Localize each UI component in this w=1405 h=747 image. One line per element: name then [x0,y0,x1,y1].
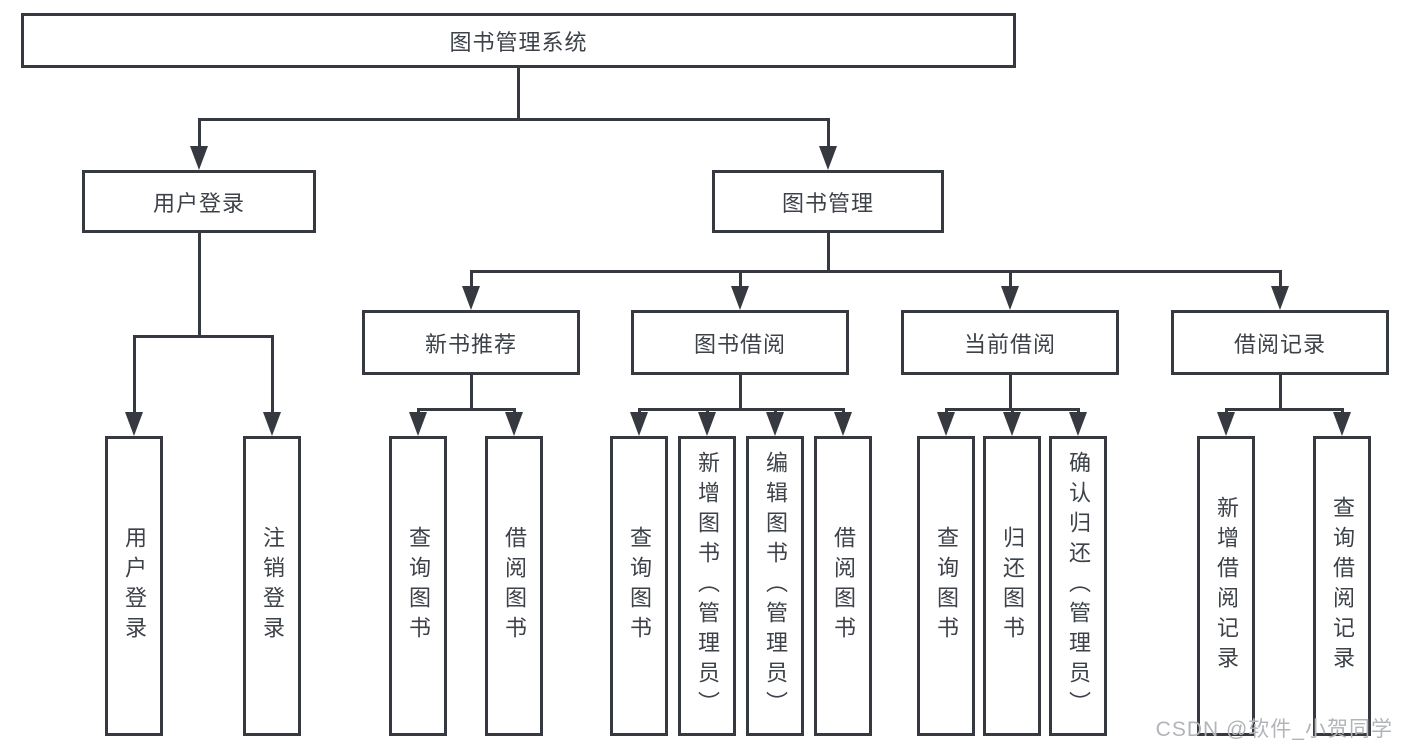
node-borrow-record: 借阅记录 [1171,310,1389,375]
leaf-query-borrow-record: 查询借阅记录 [1313,436,1371,736]
connector-root-stub [517,68,520,121]
leaf-logout-label: 注销登录 [260,526,285,646]
leaf-logout: 注销登录 [243,436,301,736]
leaf-query-books-borrow-label: 查询图书 [627,526,652,646]
leaf-query-books-current-label: 查询图书 [934,526,959,646]
connector-leaf-confirm-stub [1077,408,1080,414]
arrow-to-leaf-query2 [630,412,648,436]
arrow-to-leaf-borrow2 [834,412,852,436]
node-root: 图书管理系统 [21,13,1016,68]
leaf-confirm-return-admin-label: 确认归还（管理员） [1066,451,1091,721]
arrow-to-leaf-logout [263,412,281,436]
connector-leaf-logout-stub [271,335,274,414]
arrow-to-user-login [190,146,208,170]
leaf-borrow-books-recommend: 借阅图书 [485,436,543,736]
connector-book-mgmt-stub [827,118,830,148]
node-user-login-label: 用户登录 [152,190,245,216]
connector-level3-rail [470,270,1282,273]
connector-leaf-add-book-stub [706,408,709,414]
node-current-borrow: 当前借阅 [901,310,1119,375]
connector-user-login-stub [198,118,201,148]
arrow-to-records [1271,286,1289,310]
connector-leaf-return-stub [1011,408,1014,414]
leaf-edit-book-admin: 编辑图书（管理员） [746,436,804,736]
arrow-to-leaf-query-record [1333,412,1351,436]
connector-leaf-borrow1-stub [513,408,516,414]
arrow-to-leaf-add-record [1217,412,1235,436]
leaf-edit-book-admin-label: 编辑图书（管理员） [763,451,788,721]
connector-current-drop [1009,375,1012,411]
connector-records-rail [1225,408,1343,411]
node-book-borrow: 图书借阅 [631,310,849,375]
leaf-borrow-books-recommend-label: 借阅图书 [502,526,527,646]
connector-recommend-stub [470,270,473,288]
node-user-login: 用户登录 [82,170,316,233]
connector-leaf-borrow2-stub [842,408,845,414]
connector-borrow-drop [739,375,742,411]
leaf-add-book-admin: 新增图书（管理员） [678,436,736,736]
connector-current-stub [1009,270,1012,288]
arrow-to-leaf-query3 [937,412,955,436]
leaf-query-books-current: 查询图书 [917,436,975,736]
connector-leaf-query1-stub [417,408,420,414]
leaf-query-books-recommend-label: 查询图书 [406,526,431,646]
connector-book-mgmt-drop [827,233,830,273]
leaf-query-books-recommend: 查询图书 [389,436,447,736]
leaf-add-borrow-record-label: 新增借阅记录 [1214,496,1239,676]
connector-leaf-login-stub [133,335,136,414]
connector-records-stub [1279,270,1282,288]
node-book-management: 图书管理 [712,170,944,233]
connector-leaf-add-record-stub [1225,408,1228,414]
leaf-user-login: 用户登录 [105,436,163,736]
arrow-to-leaf-borrow1 [505,412,523,436]
arrow-to-current [1001,286,1019,310]
leaf-confirm-return-admin: 确认归还（管理员） [1049,436,1107,736]
leaf-borrow-books: 借阅图书 [814,436,872,736]
arrow-to-leaf-add-book [698,412,716,436]
node-borrow-record-label: 借阅记录 [1233,331,1326,357]
node-new-book-recommend: 新书推荐 [362,310,580,375]
connector-leaf-query-record-stub [1341,408,1344,414]
node-new-book-recommend-label: 新书推荐 [424,331,517,357]
leaf-return-book-label: 归还图书 [1000,526,1025,646]
arrow-to-leaf-return [1003,412,1021,436]
node-book-borrow-label: 图书借阅 [693,331,786,357]
leaf-add-borrow-record: 新增借阅记录 [1197,436,1255,736]
arrow-to-recommend [462,286,480,310]
connector-borrow-rail [638,408,845,411]
leaf-user-login-label: 用户登录 [122,526,147,646]
node-book-management-label: 图书管理 [781,190,874,216]
connector-leaf-query3-stub [945,408,948,414]
arrow-to-leaf-query1 [409,412,427,436]
leaf-query-borrow-record-label: 查询借阅记录 [1330,496,1355,676]
leaf-borrow-books-label: 借阅图书 [831,526,856,646]
csdn-watermark: CSDN @软件_小贺同学 [1155,718,1393,741]
connector-user-login-drop [198,233,201,338]
connector-borrow-stub [739,270,742,288]
arrow-to-leaf-confirm [1069,412,1087,436]
connector-level2-rail [198,118,830,121]
connector-user-login-rail [133,335,274,338]
leaf-query-books-borrow: 查询图书 [610,436,668,736]
node-root-label: 图书管理系统 [449,29,588,55]
leaf-add-book-admin-label: 新增图书（管理员） [695,451,720,721]
connector-recommend-drop [470,375,473,411]
arrow-to-leaf-login [125,412,143,436]
arrow-to-leaf-edit-book [766,412,784,436]
connector-recommend-rail [417,408,516,411]
connector-records-drop [1279,375,1282,411]
arrow-to-borrow [731,286,749,310]
leaf-return-book: 归还图书 [983,436,1041,736]
connector-leaf-query2-stub [638,408,641,414]
arrow-to-book-mgmt [819,146,837,170]
connector-leaf-edit-book-stub [774,408,777,414]
node-current-borrow-label: 当前借阅 [963,331,1056,357]
